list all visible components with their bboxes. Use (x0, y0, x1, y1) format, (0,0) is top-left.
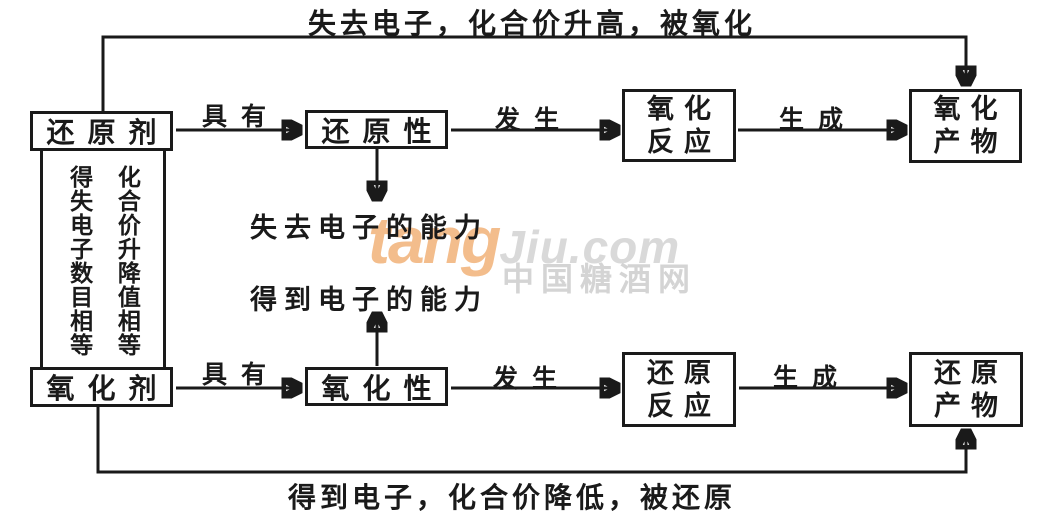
node-oxidation-reaction-line1: 氧化 (647, 93, 721, 124)
edge-label-undergo-bottom: 发生 (493, 366, 572, 393)
node-oxidation-product: 氧化 产物 (909, 89, 1022, 163)
valence-equal-note: 化合价升降值相等 (114, 165, 140, 357)
watermark-logo-accent: tang (368, 203, 501, 277)
edge-label-possess-bottom: 具有 (202, 362, 281, 389)
node-reduction-reaction-line1: 还原 (647, 357, 721, 388)
node-reduction-product: 还原 产物 (909, 352, 1023, 427)
watermark-logo-rest: Jiu.com (499, 221, 681, 273)
top-banner: 失去电子，化合价升高，被氧化 (308, 9, 757, 40)
node-oxidizing-property: 氧化性 (305, 367, 448, 406)
node-oxidation-product-line2: 产物 (933, 127, 1008, 157)
electron-equal-note: 得失电子数目相等 (66, 165, 92, 357)
edge-label-undergo-top: 发生 (495, 107, 574, 134)
edge-label-possess-top: 具有 (202, 104, 281, 131)
edge-label-generate-bottom: 生成 (773, 365, 852, 392)
equality-note-box: 得失电子数目相等 化合价升降值相等 (40, 148, 166, 370)
lose-electron-ability-note: 失去电子的能力 (250, 213, 488, 243)
top-loop-arrow (101, 35, 966, 112)
node-oxidation-product-line1: 氧化 (933, 94, 1008, 124)
watermark-site-name: 中国糖酒网 (502, 261, 698, 297)
node-reduction-reaction: 还原 反应 (622, 352, 736, 427)
node-oxidizing-agent: 氧化剂 (30, 367, 173, 407)
node-oxidation-reaction-line2: 反应 (647, 126, 721, 157)
node-reduction-reaction-line2: 反应 (647, 390, 721, 421)
edge-label-generate-top: 生成 (779, 107, 858, 134)
node-reducing-property: 还原性 (305, 110, 448, 149)
node-reduction-product-line2: 产物 (934, 390, 1008, 421)
gain-electron-ability-note: 得到电子的能力 (250, 285, 488, 315)
bottom-banner: 得到电子，化合价降低，被还原 (288, 483, 737, 512)
node-reducing-agent: 还原剂 (30, 111, 173, 151)
node-reduction-product-line1: 还原 (934, 357, 1008, 388)
bottom-loop-arrow (96, 407, 966, 474)
node-oxidation-reaction: 氧化 反应 (622, 89, 736, 162)
